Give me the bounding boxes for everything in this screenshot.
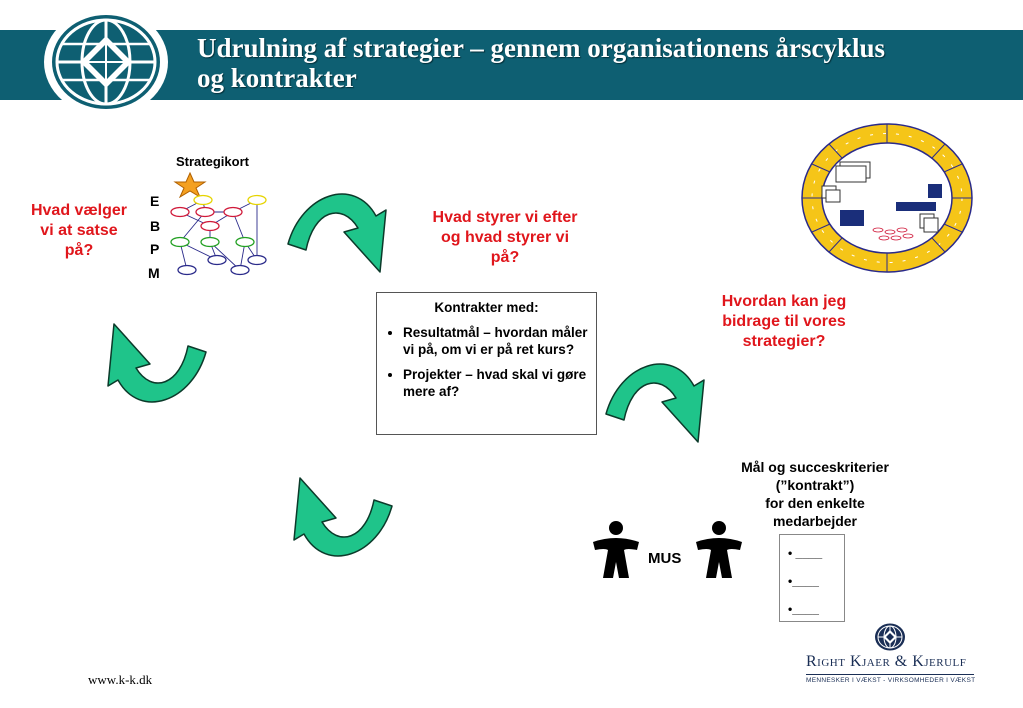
brand-globe-icon: [875, 623, 905, 651]
goals-line: medarbejder: [772, 513, 858, 529]
question-middle-line: på?: [490, 249, 520, 266]
goals-checklist: • ____ •____ •____: [779, 534, 845, 622]
strategy-map-label: Strategikort: [176, 154, 249, 169]
title-line-2: og kontrakter: [197, 63, 357, 93]
goals-bullet: •____: [788, 574, 819, 588]
curved-arrow-icon: [287, 193, 387, 273]
brand-divider: [806, 674, 974, 675]
star-icon: [173, 172, 207, 198]
header-bar: [0, 30, 1023, 100]
row-label-p: P: [150, 241, 160, 257]
person-icon: [696, 521, 742, 578]
contract-title: Kontrakter med:: [434, 300, 539, 315]
annual-cycle-wheel-icon: [801, 123, 973, 273]
goals-line: for den enkelte: [765, 495, 865, 511]
goals-line: Mål og succeskriterier: [741, 459, 889, 475]
question-middle-line: og hvad styrer vi: [440, 229, 570, 246]
question-left-line: vi at satse: [40, 222, 118, 239]
curved-arrow-icon: [605, 363, 705, 443]
goals-text: Mål og succeskriterier (”kontrakt”) for …: [720, 458, 910, 530]
strategy-map-graph: [170, 194, 267, 276]
brand-name: Right Kjaer & Kjerulf: [806, 653, 967, 670]
contract-item-projects: Projekter – hvad skal vi gøre mere af?: [403, 366, 590, 400]
question-middle-line: Hvad styrer vi efter: [432, 209, 578, 226]
row-label-b: B: [150, 218, 161, 234]
mus-label: MUS: [648, 550, 682, 567]
question-right-line: Hvordan kan jeg: [721, 293, 847, 310]
goals-line: (”kontrakt”): [775, 477, 855, 493]
goals-bullet: •____: [788, 602, 819, 616]
person-icon: [593, 521, 639, 578]
footer-url: www.k-k.dk: [88, 672, 153, 687]
contract-list: Resultatmål – hvordan måler vi på, om vi…: [383, 324, 590, 400]
row-label-m: M: [148, 265, 160, 281]
brand-tagline: MENNESKER I VÆKST - VIRKSOMHEDER I VÆKST: [806, 677, 976, 684]
contract-box: Kontrakter med: Resultatmål – hvordan må…: [376, 292, 597, 435]
question-right-line: bidrage til vores: [722, 313, 846, 330]
question-left-line: Hvad vælger: [30, 202, 128, 219]
question-left: Hvad vælger vi at satse på?: [14, 201, 144, 261]
question-right-line: strategier?: [742, 333, 826, 350]
curved-arrow-icon: [293, 477, 393, 557]
goals-bullet: • ____: [788, 546, 823, 560]
title-line-1: Udrulning af strategier – gennem organis…: [197, 33, 886, 63]
page-title: Udrulning af strategier – gennem organis…: [197, 33, 1017, 93]
question-right: Hvordan kan jeg bidrage til vores strate…: [700, 292, 868, 352]
question-middle: Hvad styrer vi efter og hvad styrer vi p…: [415, 208, 595, 268]
row-label-e: E: [150, 193, 160, 209]
question-left-line: på?: [64, 242, 94, 259]
contract-item-results: Resultatmål – hvordan måler vi på, om vi…: [403, 324, 590, 358]
globe-logo-icon: [44, 8, 168, 116]
curved-arrow-icon: [107, 323, 207, 403]
